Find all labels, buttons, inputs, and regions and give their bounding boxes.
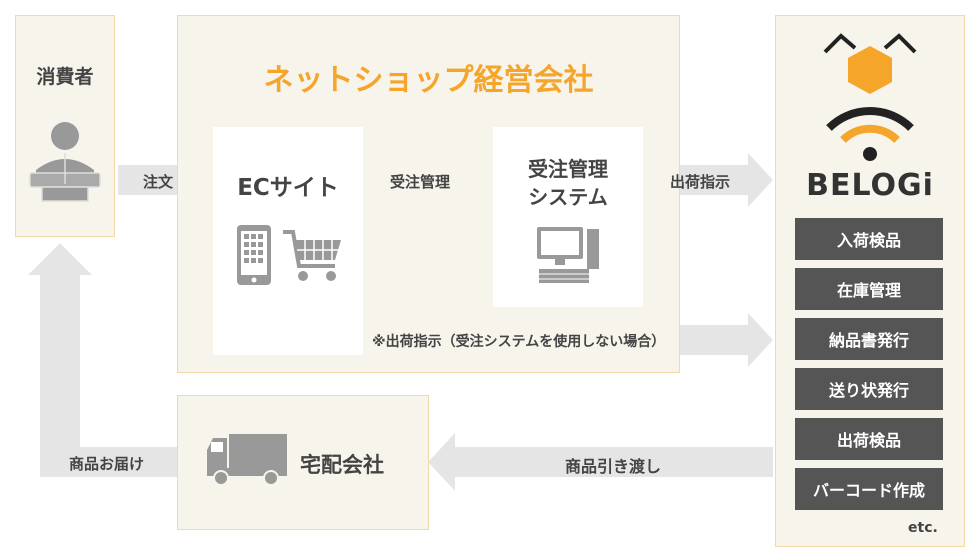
shop-company-title: ネットショップ経営会社 xyxy=(263,63,594,98)
consumer-label: 消費者 xyxy=(36,66,94,88)
belogi-logo-text: BELOGi xyxy=(806,168,934,203)
arrow-delivery-label: 商品お届け xyxy=(69,455,145,473)
carrier-box xyxy=(177,395,429,530)
arrow-shipping-instruction-note-label: ※出荷指示（受注システムを使用しない場合） xyxy=(372,334,666,350)
order-system-label-line2: システム xyxy=(528,185,608,209)
ec-site-label: ECサイト xyxy=(237,175,339,201)
arrow-delivery-horizontal xyxy=(80,447,177,477)
arrow-delivery-vertical xyxy=(28,243,92,477)
belogi-etc: etc. xyxy=(908,520,938,536)
arrow-order-label: 注文 xyxy=(143,173,174,191)
function-shipping-inspection: 出荷検品 xyxy=(795,418,943,460)
function-delivery-note: 納品書発行 xyxy=(795,318,943,360)
belogi-logo-icon xyxy=(823,33,917,161)
function-shipping-label: 送り状発行 xyxy=(795,368,943,410)
truck-icon xyxy=(207,434,287,486)
arrow-handover xyxy=(428,433,773,491)
order-system-label-line1: 受注管理 xyxy=(528,157,608,181)
arrow-order-management-label: 受注管理 xyxy=(390,173,451,191)
arrow-handover-label: 商品引き渡し xyxy=(565,457,662,476)
cart-icon xyxy=(283,230,341,281)
computer-icon xyxy=(537,227,599,283)
person-icon xyxy=(29,122,101,202)
function-barcode-creation: バーコード作成 xyxy=(795,468,943,510)
smartphone-icon xyxy=(237,225,271,285)
function-receiving-inspection: 入荷検品 xyxy=(795,218,943,260)
carrier-label: 宅配会社 xyxy=(300,453,384,477)
arrow-shipping-instruction-label: 出荷指示 xyxy=(670,173,731,191)
function-inventory-management: 在庫管理 xyxy=(795,268,943,310)
